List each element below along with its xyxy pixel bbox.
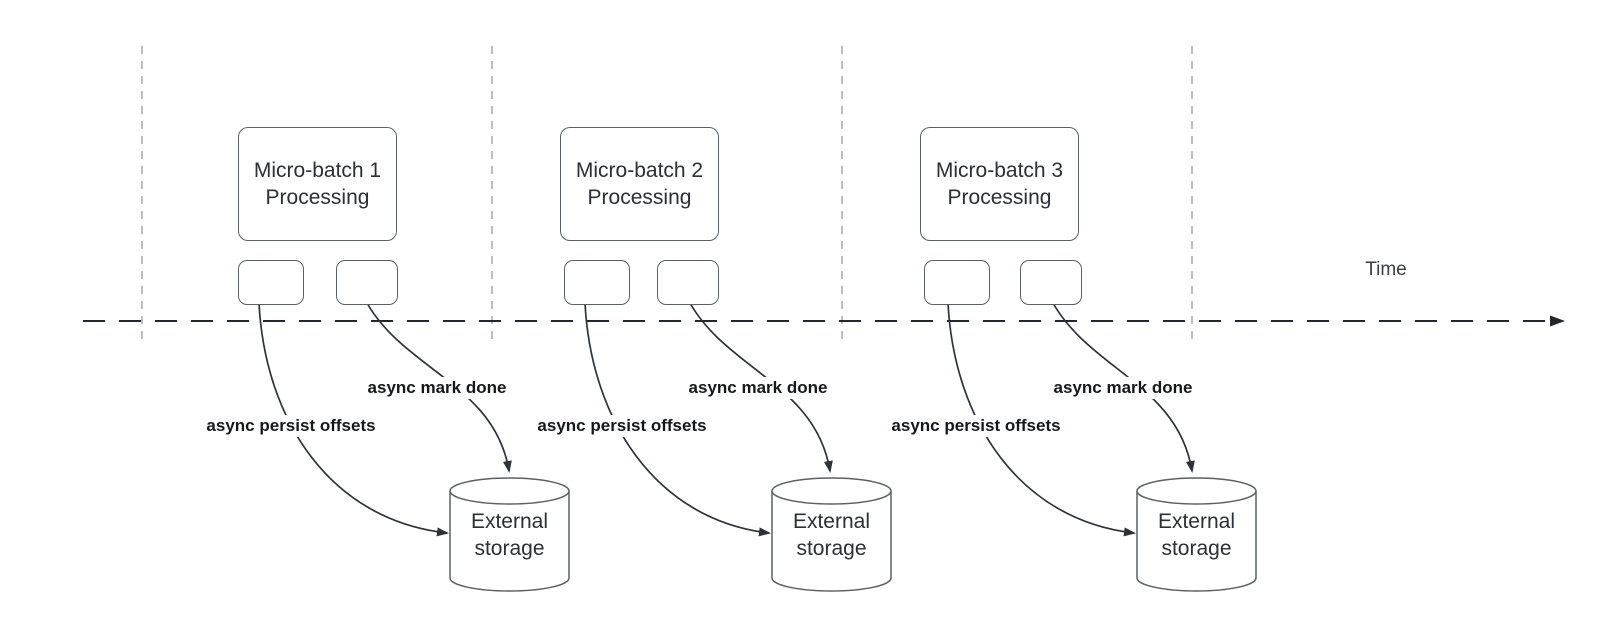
group-2-persist-label: async persist offsets: [533, 415, 711, 437]
group-3-storage-label: External storage: [1157, 510, 1236, 560]
group-2-processing-box: Micro-batch 2 Processing: [560, 127, 719, 241]
group-3-task-box-right: [1020, 260, 1082, 305]
group-3-persist-arrow: [947, 302, 1136, 537]
group-3-done-label: async mark done: [1049, 377, 1197, 399]
group-1-task-box-left: [238, 260, 304, 305]
group-2-task-box-right: [657, 260, 719, 305]
group-2-done-label: async mark done: [684, 377, 832, 399]
group-1-done-label: async mark done: [363, 377, 511, 399]
group-3-title: Micro-batch 3 Processing: [935, 159, 1064, 209]
group-2-storage-label: External storage: [792, 510, 871, 560]
group-3-processing-box: Micro-batch 3 Processing: [920, 127, 1079, 241]
group-2-persist-arrow: [584, 302, 771, 537]
group-2-task-box-left: [564, 260, 630, 305]
group-1-storage-cylinder: [449, 477, 570, 592]
time-axis-label: Time: [1365, 259, 1407, 280]
group-1-title: Micro-batch 1 Processing: [253, 159, 382, 209]
group-2-title: Micro-batch 2 Processing: [575, 159, 704, 209]
group-3-task-box-left: [924, 260, 990, 305]
group-1-processing-box: Micro-batch 1 Processing: [238, 127, 397, 241]
group-3-persist-label: async persist offsets: [887, 415, 1065, 437]
group-1-storage-label: External storage: [470, 510, 549, 560]
group-1-persist-label: async persist offsets: [202, 415, 380, 437]
group-1-persist-arrow: [258, 302, 449, 537]
group-1-task-box-right: [336, 260, 398, 305]
group-2-storage-cylinder: [771, 477, 892, 592]
group-3-storage-cylinder: [1136, 477, 1257, 592]
